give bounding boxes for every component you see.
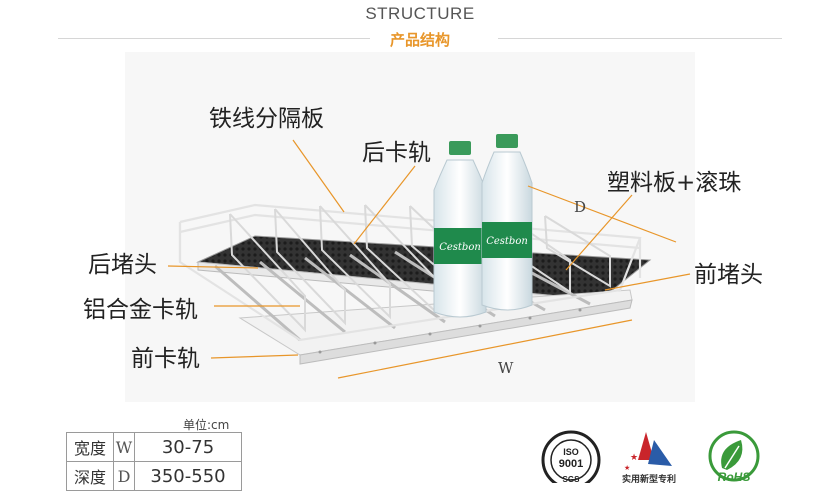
svg-text:9001: 9001 bbox=[559, 458, 583, 470]
header-divider-left bbox=[58, 38, 370, 39]
section-title: STRUCTURE bbox=[365, 4, 475, 23]
dimension-label-d: D bbox=[574, 198, 586, 216]
unit-label: 单位:cm bbox=[183, 418, 230, 432]
label-aluminum-rail: 铝合金卡轨 bbox=[83, 297, 198, 323]
water-bottle-right: Cestbon bbox=[481, 134, 533, 311]
label-plastic-roller: 塑料板+滚珠 bbox=[607, 170, 741, 196]
svg-text:实用新型专利: 实用新型专利 bbox=[622, 473, 676, 483]
spec-table: 宽度 W 30-75 深度 D 350-550 bbox=[66, 432, 242, 491]
dimension-line-w bbox=[337, 319, 633, 379]
svg-text:★: ★ bbox=[624, 464, 630, 472]
label-front-rail: 前卡轨 bbox=[131, 346, 200, 372]
spec-name: 深度 bbox=[66, 461, 114, 491]
label-front-end-cap: 前堵头 bbox=[694, 262, 763, 288]
section-subtitle: 产品结构 bbox=[389, 31, 450, 49]
svg-text:SGS: SGS bbox=[563, 475, 581, 483]
spec-row-width: 宽度 W 30-75 bbox=[66, 432, 242, 462]
utility-patent-badge-icon: ★ ★ 实用新型专利 bbox=[622, 432, 676, 483]
leader-lines bbox=[167, 139, 691, 359]
bottle-brand-left: Cestbon bbox=[439, 242, 481, 253]
svg-text:★: ★ bbox=[630, 453, 638, 463]
spec-name: 宽度 bbox=[66, 432, 114, 462]
dimension-label-w: W bbox=[498, 359, 514, 377]
header-divider-right bbox=[498, 38, 782, 39]
spec-value: 30-75 bbox=[134, 432, 242, 462]
svg-text:ISO: ISO bbox=[563, 447, 579, 457]
dimension-line-d bbox=[527, 185, 677, 243]
label-rear-rail: 后卡轨 bbox=[362, 140, 431, 166]
front-rail-holes bbox=[318, 308, 582, 354]
spec-code: W bbox=[113, 432, 135, 462]
iso-9001-badge-icon: ISO 9001 SGS bbox=[541, 430, 601, 483]
label-wire-divider: 铁线分隔板 bbox=[209, 106, 324, 132]
water-bottle-left: Cestbon bbox=[433, 141, 487, 318]
rohs-badge-icon: RoHS bbox=[708, 430, 760, 483]
svg-text:RoHS: RoHS bbox=[718, 470, 751, 483]
spec-code: D bbox=[113, 461, 135, 491]
spec-value: 350-550 bbox=[134, 461, 242, 491]
label-rear-end-cap: 后堵头 bbox=[88, 252, 157, 278]
bottle-brand-right: Cestbon bbox=[486, 236, 528, 247]
spec-row-depth: 深度 D 350-550 bbox=[66, 461, 242, 491]
